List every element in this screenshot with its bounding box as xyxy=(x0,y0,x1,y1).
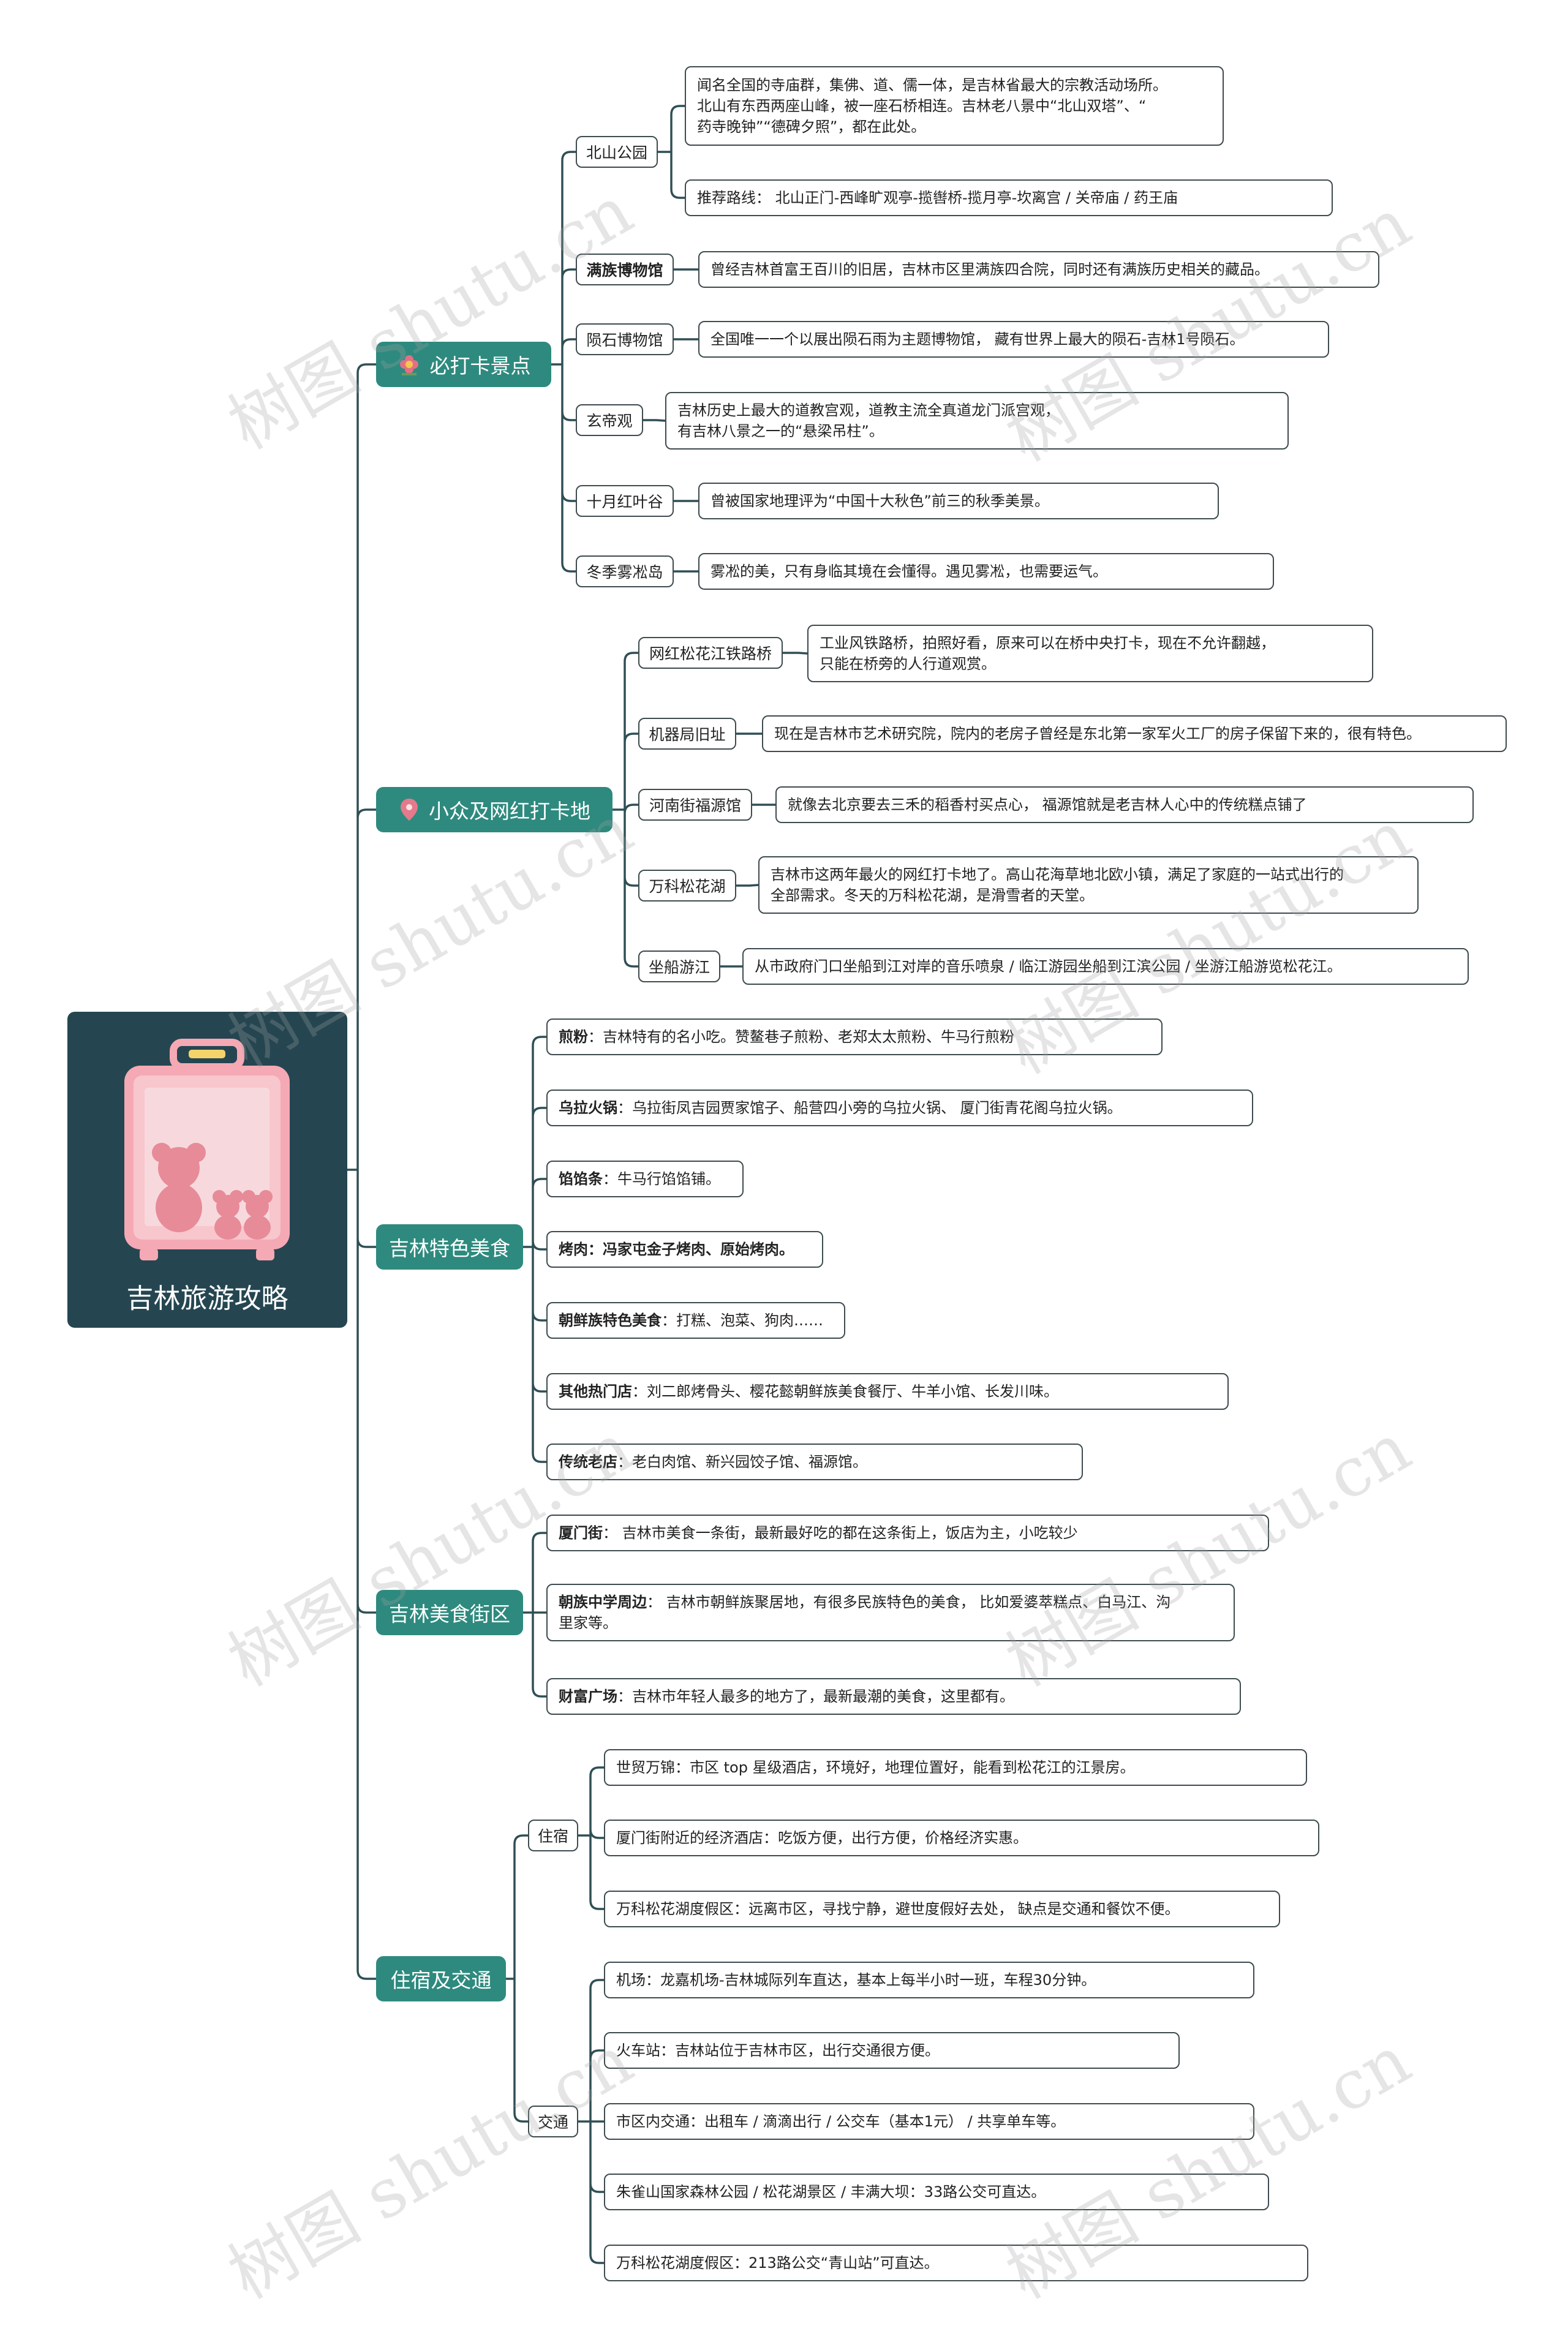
leaf-note[interactable]: 其他热门店：刘二郎烤骨头、樱花懿朝鲜族美食餐厅、牛羊小馆、长发川味。 xyxy=(546,1373,1229,1410)
sub-topic[interactable]: 网红松花江铁路桥 xyxy=(638,637,783,669)
leaf-note[interactable]: 传统老店：老白肉馆、新兴园饺子馆、福源馆。 xyxy=(546,1444,1083,1480)
sub-topic[interactable]: 坐船游江 xyxy=(638,951,720,982)
connector-line xyxy=(522,1036,548,1463)
leaf-note[interactable]: 火车站：吉林站位于吉林市区，出行交通很方便。 xyxy=(604,2032,1180,2069)
branch-label: 小众及网红打卡地 xyxy=(429,799,590,823)
leaf-note[interactable]: 从市政府门口坐船到江对岸的音乐喷泉 / 临江游园坐船到江滨公园 / 坐游江船游览… xyxy=(742,948,1469,985)
branch-must-visit[interactable]: 必打卡景点 xyxy=(376,342,551,387)
sub-topic[interactable]: 机器局旧址 xyxy=(638,718,736,750)
leaf-note[interactable]: 朝鲜族特色美食：打糕、泡菜、狗肉…… xyxy=(546,1302,845,1339)
branch-label: 吉林特色美食 xyxy=(389,1237,510,1260)
leaf-note[interactable]: 万科松花湖度假区：远离市区，寻找宁静，避世度假好去处， 缺点是交通和餐饮不便。 xyxy=(604,1891,1280,1927)
central-title: 吉林旅游攻略 xyxy=(126,1283,288,1314)
sub-topic[interactable]: 北山公园 xyxy=(576,136,658,168)
connector-line xyxy=(577,1979,605,2264)
connector-line xyxy=(550,151,577,573)
leaf-note[interactable]: 朝族中学周边： 吉林市朝鲜族聚居地，有很多民族特色的美食， 比如爱婆萃糕点、白马… xyxy=(546,1584,1235,1641)
leaf-note[interactable]: 现在是吉林市艺术研究院，院内的老房子曾经是东北第一家军火工厂的房子保留下来的，很… xyxy=(762,715,1507,752)
sub-topic[interactable]: 交通 xyxy=(528,2106,578,2137)
branch-lodging-transport[interactable]: 住宿及交通 xyxy=(376,1956,506,2001)
luggage-icon xyxy=(124,1039,290,1260)
branch-food-streets[interactable]: 吉林美食街区 xyxy=(376,1590,523,1635)
leaf-note[interactable]: 吉林历史上最大的道教宫观，道教主流全真道龙门派宫观， 有吉林八景之一的“悬梁吊柱… xyxy=(665,392,1289,450)
leaf-note[interactable]: 工业风铁路桥，拍照好看，原来可以在桥中央打卡，现在不允许翻越， 只能在桥旁的人行… xyxy=(807,625,1373,682)
sub-topic[interactable]: 万科松花湖 xyxy=(638,870,736,902)
leaf-note[interactable]: 朱雀山国家森林公园 / 松花湖景区 / 丰满大坝：33路公交可直达。 xyxy=(604,2174,1269,2210)
leaf-note[interactable]: 推荐路线： 北山正门-西峰旷观亭-揽辔桥-揽月亭-坎离宫 / 关帝庙 / 药王庙 xyxy=(685,179,1333,216)
leaf-note[interactable]: 馅馅条：牛马行馅馅铺。 xyxy=(546,1161,744,1197)
sub-topic[interactable]: 陨石博物馆 xyxy=(576,323,674,355)
connector-line xyxy=(611,652,639,968)
connector-line xyxy=(735,884,760,887)
connector-line xyxy=(505,1834,529,2123)
leaf-note[interactable]: 雾凇的美，只有身临其境在会懂得。遇见雾凇，也需要运气。 xyxy=(698,553,1274,590)
branch-niche-spots[interactable]: 小众及网红打卡地 xyxy=(376,787,612,832)
leaf-note[interactable]: 万科松花湖度假区：213路公交“青山站”可直达。 xyxy=(604,2245,1308,2281)
leaf-note[interactable]: 曾被国家地理评为“中国十大秋色”前三的秋季美景。 xyxy=(698,483,1219,519)
sub-topic[interactable]: 河南街福源馆 xyxy=(638,789,752,821)
leaf-note[interactable]: 就像去北京要去三禾的稻香村买点心， 福源馆就是老吉林人心中的传统糕点铺了 xyxy=(775,786,1474,823)
map-pin-icon xyxy=(401,799,418,821)
sub-topic[interactable]: 玄帝观 xyxy=(576,404,643,436)
leaf-note[interactable]: 机场：龙嘉机场-吉林城际列车直达，基本上每半小时一班，车程30分钟。 xyxy=(604,1962,1254,1998)
connector-line xyxy=(346,363,377,1980)
sub-topic[interactable]: 十月红叶谷 xyxy=(576,485,674,517)
connector-line xyxy=(642,419,666,422)
leaf-note[interactable]: 乌拉火锅：乌拉街凤吉园贾家馆子、船营四小旁的乌拉火锅、 厦门街青花阁乌拉火锅。 xyxy=(546,1090,1253,1126)
central-topic[interactable]: 吉林旅游攻略 xyxy=(67,1012,347,1328)
leaf-note[interactable]: 吉林市这两年最火的网红打卡地了。高山花海草地北欧小镇，满足了家庭的一站式出行的 … xyxy=(758,856,1419,914)
branch-local-food[interactable]: 吉林特色美食 xyxy=(376,1224,523,1270)
leaf-note[interactable]: 厦门街附近的经济酒店：吃饭方便，出行方便，价格经济实惠。 xyxy=(604,1820,1319,1856)
sub-topic[interactable]: 满族博物馆 xyxy=(576,254,674,285)
sub-topic[interactable]: 住宿 xyxy=(528,1820,578,1851)
flower-icon xyxy=(399,355,418,375)
leaf-note[interactable]: 闻名全国的寺庙群，集佛、道、儒一体，是吉林省最大的宗教活动场所。 北山有东西两座… xyxy=(685,66,1224,146)
leaf-note[interactable]: 全国唯一一个以展出陨石雨为主题博物馆， 藏有世界上最大的陨石-吉林1号陨石。 xyxy=(698,321,1329,358)
connector-line xyxy=(657,105,686,199)
leaf-note[interactable]: 煎粉：吉林特有的名小吃。赞鳌巷子煎粉、老郑太太煎粉、牛马行煎粉 xyxy=(546,1018,1163,1055)
sub-topic[interactable]: 冬季雾凇岛 xyxy=(576,555,674,587)
connector-line xyxy=(577,1766,605,1910)
leaf-note[interactable]: 世贸万锦：市区 top 星级酒店，环境好，地理位置好，能看到松花江的江景房。 xyxy=(604,1749,1307,1786)
leaf-note[interactable]: 曾经吉林首富王百川的旧居，吉林市区里满族四合院，同时还有满族历史相关的藏品。 xyxy=(698,251,1379,288)
leaf-note[interactable]: 财富广场：吉林市年轻人最多的地方了，最新最潮的美食，这里都有。 xyxy=(546,1678,1241,1715)
connector-line xyxy=(522,1532,548,1698)
leaf-note[interactable]: 烤肉：冯家屯金子烤肉、原始烤肉。 xyxy=(546,1231,823,1268)
branch-label: 必打卡景点 xyxy=(429,354,531,378)
branch-label: 吉林美食街区 xyxy=(389,1602,510,1626)
branch-label: 住宿及交通 xyxy=(390,1968,492,1992)
leaf-note[interactable]: 市区内交通：出租车 / 滴滴出行 / 公交车（基本1元） / 共享单车等。 xyxy=(604,2103,1254,2140)
leaf-note[interactable]: 厦门街： 吉林市美食一条街，最新最好吃的都在这条街上，饭店为主，小吃较少 xyxy=(546,1515,1269,1551)
